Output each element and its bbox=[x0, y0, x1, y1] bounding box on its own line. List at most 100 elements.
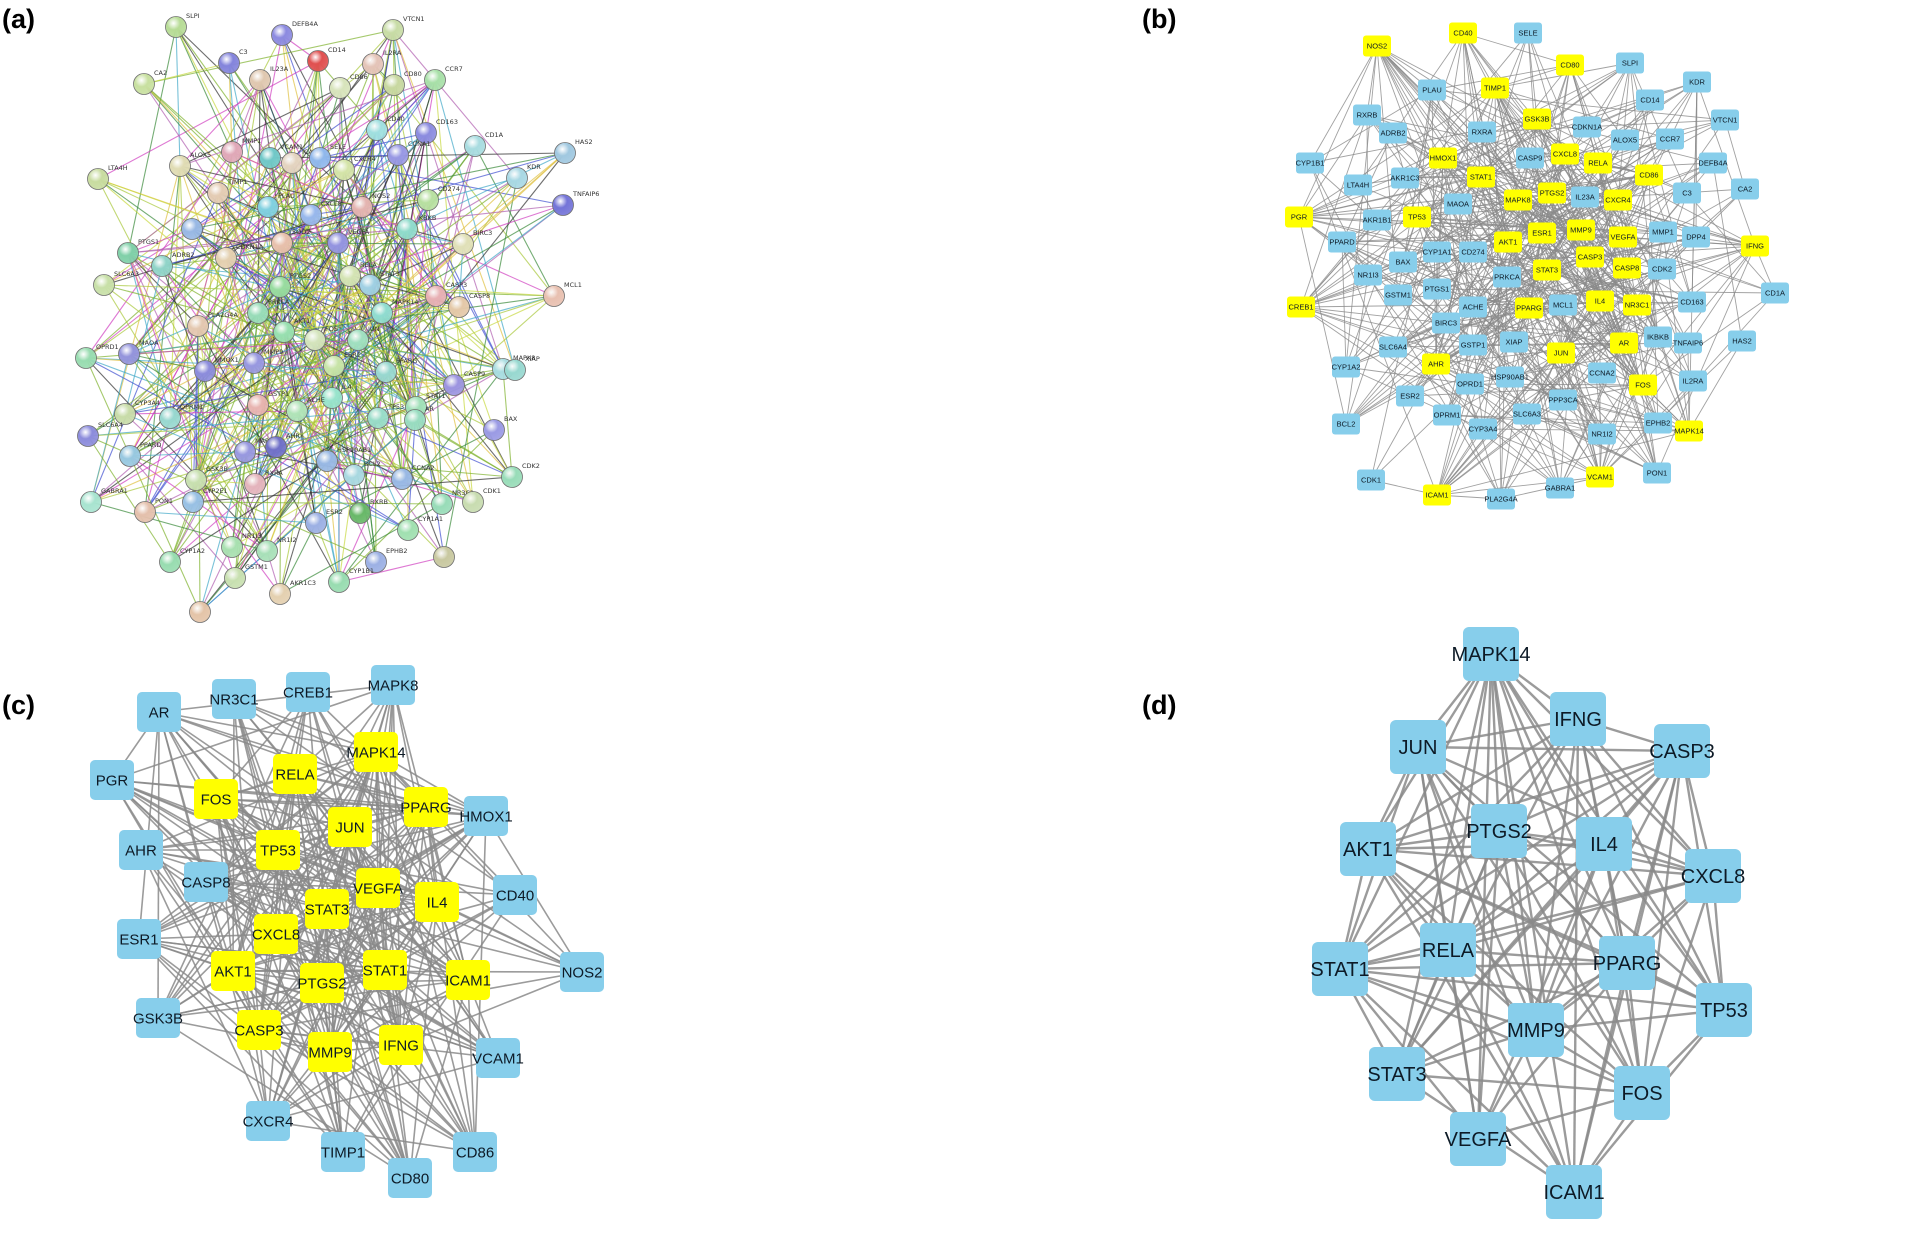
network-node: CDK2 bbox=[1648, 258, 1676, 280]
network-node: RELA bbox=[339, 261, 377, 287]
node-label: PTGS2 bbox=[297, 975, 346, 992]
network-node: RXRA bbox=[244, 469, 283, 495]
network-node: CD86 bbox=[453, 1132, 497, 1172]
network-node: CD1A bbox=[464, 131, 504, 157]
network-node: AKR1C3 bbox=[1390, 167, 1420, 189]
network-node bbox=[433, 546, 455, 568]
network-node: SELE bbox=[309, 143, 346, 169]
node-label: BCL2 bbox=[364, 460, 381, 468]
network-node: IL2RA bbox=[1679, 370, 1707, 392]
node-label: PTGS2 bbox=[1540, 189, 1565, 198]
network-node: HMOX1 bbox=[1429, 147, 1457, 169]
network-node: JUN bbox=[347, 325, 380, 351]
node-label: CD40 bbox=[496, 887, 534, 904]
network-node: CXCL8 bbox=[1551, 143, 1579, 165]
network-node: SLC6A4 bbox=[77, 421, 123, 447]
node-label: IL2RA bbox=[383, 49, 402, 57]
node-label: AKT1 bbox=[1343, 839, 1393, 861]
network-node: ESR2 bbox=[305, 508, 343, 534]
network-node: PPARD bbox=[1328, 231, 1356, 253]
node-label: CDK1 bbox=[1361, 476, 1381, 485]
node-label: CD40 bbox=[1453, 29, 1472, 38]
node-label: CXCL8 bbox=[252, 926, 300, 943]
network-node: FOS bbox=[1614, 1066, 1670, 1120]
network-node: ICAM1 bbox=[1423, 484, 1451, 506]
network-node: BCL2 bbox=[343, 460, 381, 486]
node-label: JUN bbox=[367, 325, 380, 333]
network-node: ESR1 bbox=[1528, 222, 1556, 244]
network-node: ACHE bbox=[286, 396, 325, 422]
node-label: VTCN1 bbox=[1713, 116, 1738, 125]
network-node: CDK2 bbox=[501, 462, 540, 488]
node-label: ESR2 bbox=[326, 508, 343, 516]
network-node: GSK3B bbox=[185, 465, 228, 491]
node-label: CDKN1A bbox=[236, 243, 264, 251]
network-node: MAPK14 bbox=[1674, 420, 1704, 442]
network-node: IL4 bbox=[415, 882, 459, 922]
network-node: JUN bbox=[1390, 720, 1446, 774]
node-label: RXRA bbox=[265, 469, 283, 477]
node-label: GSTM1 bbox=[1385, 291, 1411, 300]
network-node: GSTM1 bbox=[1384, 284, 1412, 306]
network-node: MMP9 bbox=[243, 348, 283, 374]
node-label: PPARD bbox=[1329, 238, 1355, 247]
node-label: PTGS2 bbox=[290, 272, 311, 280]
network-node: RXRB bbox=[1353, 104, 1381, 126]
node-label: CCNA2 bbox=[412, 464, 435, 472]
node-label: AHR bbox=[1428, 360, 1444, 369]
network-node: CASP8 bbox=[181, 862, 231, 902]
network-node: CYP1B1 bbox=[328, 567, 374, 593]
node-label: CREB1 bbox=[283, 684, 333, 701]
node-label: TP53 bbox=[1700, 1000, 1748, 1022]
network-node: DEFB4A bbox=[1698, 152, 1728, 174]
node-label: TIMP1 bbox=[1484, 84, 1506, 93]
network-node: BCL2 bbox=[1332, 413, 1360, 435]
node-label: XIAP bbox=[525, 355, 540, 363]
node-label: BIRC3 bbox=[473, 229, 492, 237]
node-label: RXRB bbox=[1357, 111, 1378, 120]
node-label: VEGFA bbox=[1445, 1129, 1512, 1151]
network-node: DPP4 bbox=[1682, 226, 1710, 248]
node-label: CYP3A4 bbox=[135, 399, 160, 407]
network-node: MCL1 bbox=[543, 281, 582, 307]
node-label: ICAM1 bbox=[445, 972, 491, 989]
network-node: CYP3A4 bbox=[1469, 418, 1497, 440]
node-label: MAOA bbox=[1447, 200, 1469, 209]
node-label: CYP1B1 bbox=[1296, 159, 1325, 168]
node-label: MAPK8 bbox=[513, 354, 535, 362]
node-label: GSTP1 bbox=[268, 390, 289, 398]
node-label: CASP9 bbox=[1518, 154, 1543, 163]
node-label: CYP1A1 bbox=[1423, 248, 1452, 257]
node-label: STAT3 bbox=[1536, 266, 1558, 275]
node-label: CCNA1 bbox=[408, 140, 431, 148]
node-label: ALOX5 bbox=[1613, 136, 1637, 145]
node-label: VCAM1 bbox=[1587, 473, 1613, 482]
node-label: CCR7 bbox=[445, 65, 463, 73]
network-node: CCR7 bbox=[1656, 128, 1684, 150]
network-node: SLPI bbox=[165, 12, 200, 38]
network-node: PPARG bbox=[400, 787, 452, 827]
node-label: DEFB4A bbox=[292, 20, 318, 28]
node-label: CYP1A1 bbox=[418, 515, 443, 523]
node-label: VCAM1 bbox=[472, 1050, 524, 1067]
network-node: CASP3 bbox=[1576, 246, 1604, 268]
network-node: PON1 bbox=[134, 497, 173, 523]
node-label: RELA bbox=[275, 766, 314, 783]
network-node: ALOX5 bbox=[1611, 129, 1639, 151]
network-node: CD14 bbox=[1636, 89, 1664, 111]
node-label: SLC6A4 bbox=[1379, 343, 1407, 352]
node-label: IFNG bbox=[1746, 242, 1764, 251]
node-label: PPARG bbox=[1593, 953, 1662, 975]
node-label: CYP2E1 bbox=[203, 487, 228, 495]
network-node: MMP1 bbox=[1649, 221, 1677, 243]
node-label: IL4 bbox=[1590, 834, 1618, 856]
node-label: PTGS2 bbox=[1466, 821, 1532, 843]
network-node: TNFAIP6 bbox=[1673, 332, 1703, 354]
network-node: CA2 bbox=[1731, 178, 1759, 200]
network-node: RELA bbox=[1420, 923, 1476, 977]
node-label: NR1I2 bbox=[1591, 430, 1612, 439]
network-node: C3 bbox=[218, 48, 248, 74]
network-node: MAPK1 bbox=[234, 437, 277, 463]
network-node: PTGS2 bbox=[297, 963, 347, 1003]
